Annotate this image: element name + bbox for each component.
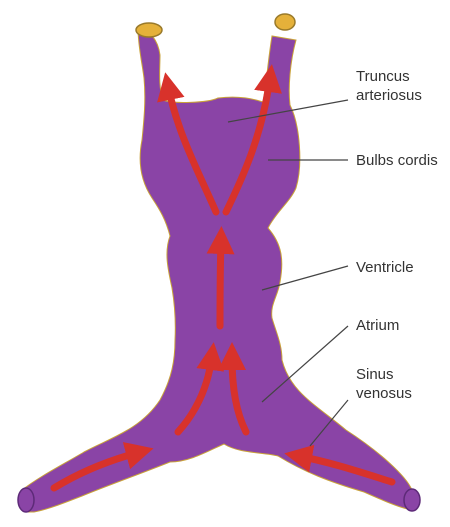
label-bulbs-cordis: Bulbs cordis [356,151,438,170]
label-sinus-line2: venosus [356,384,412,403]
left-vein-opening [18,488,34,512]
label-sinus-line1: Sinus [356,365,412,384]
label-ventricle: Ventricle [356,258,414,277]
label-truncus-line1: Truncus [356,67,422,86]
flow-arrow [220,240,221,326]
label-truncus-line2: arteriosus [356,86,422,105]
label-truncus-arteriosus: Truncus arteriosus [356,67,422,105]
right-vessel-opening [275,14,295,30]
right-vein-opening [404,489,420,511]
label-atrium: Atrium [356,316,399,335]
label-sinus-venosus: Sinus venosus [356,365,412,403]
left-vessel-opening [136,23,162,37]
